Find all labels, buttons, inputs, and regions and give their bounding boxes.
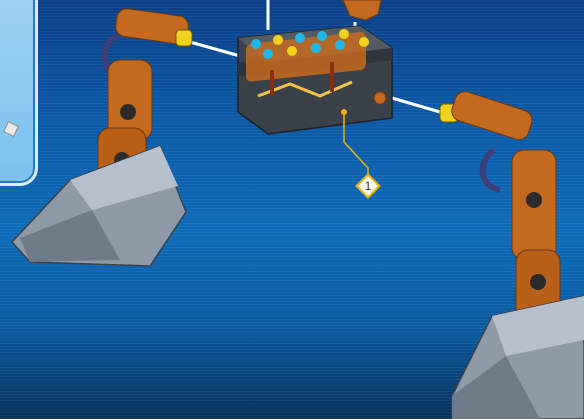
step-number-badge: 1 [355,173,381,199]
right-robot-arm-icon [440,89,560,320]
step-number-label: 1 [355,173,381,199]
left-connection-line [190,42,240,56]
center-brick-icon [238,26,392,134]
right-connection-line [392,98,440,112]
right-foot-icon [452,296,584,419]
top-connector-piece-icon [343,0,381,20]
